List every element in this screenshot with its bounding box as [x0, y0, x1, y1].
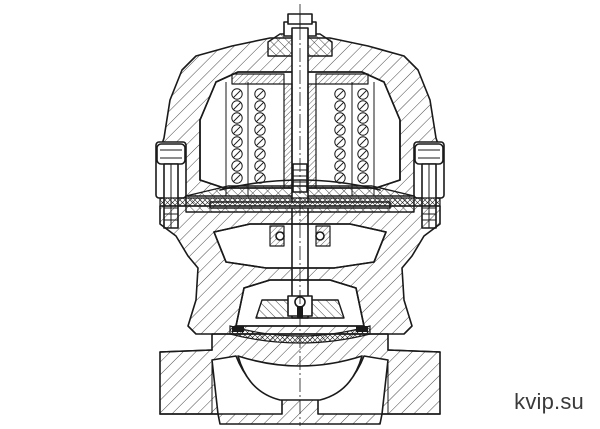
spring-coil-mark: [336, 162, 344, 170]
spring-coils: [231, 88, 369, 184]
spring-coil-mark: [256, 102, 264, 110]
spring-coil-mark: [233, 138, 241, 146]
spring-coil-mark: [256, 174, 264, 182]
spring-coil-mark: [359, 174, 367, 182]
spring-coil-mark: [336, 90, 344, 98]
spring-coil-mark: [359, 126, 367, 134]
spring-coil-mark: [256, 138, 264, 146]
spring-coil-mark: [359, 150, 367, 158]
site-watermark: kvip.su: [514, 389, 584, 414]
spring-coil-mark: [359, 162, 367, 170]
spring-coil-mark: [233, 90, 241, 98]
spring-coil-mark: [336, 126, 344, 134]
spring-coil-mark: [233, 114, 241, 122]
spring-coil-mark: [233, 162, 241, 170]
spring-coil-mark: [336, 102, 344, 110]
spring-coil-mark: [359, 114, 367, 122]
spring-coil-mark: [233, 174, 241, 182]
spring-outer-left: [225, 82, 249, 196]
spring-outer-right: [351, 82, 375, 196]
compressor: [255, 295, 345, 319]
spring-coil-mark: [233, 126, 241, 134]
spring-coil-mark: [256, 126, 264, 134]
spring-coil-mark: [336, 174, 344, 182]
spring-coil-mark: [256, 90, 264, 98]
spring-coil-mark: [233, 150, 241, 158]
spring-coil-mark: [256, 150, 264, 158]
spring-coil-mark: [359, 138, 367, 146]
spring-coil-mark: [233, 102, 241, 110]
stem-guide-bushing: [269, 225, 331, 247]
spring-coil-mark: [336, 138, 344, 146]
spring-coil-mark: [336, 114, 344, 122]
spring-coil-mark: [359, 90, 367, 98]
spring-coil-mark: [336, 150, 344, 158]
spring-coil-mark: [256, 114, 264, 122]
spring-coil-mark: [359, 102, 367, 110]
spring-coil-mark: [256, 162, 264, 170]
